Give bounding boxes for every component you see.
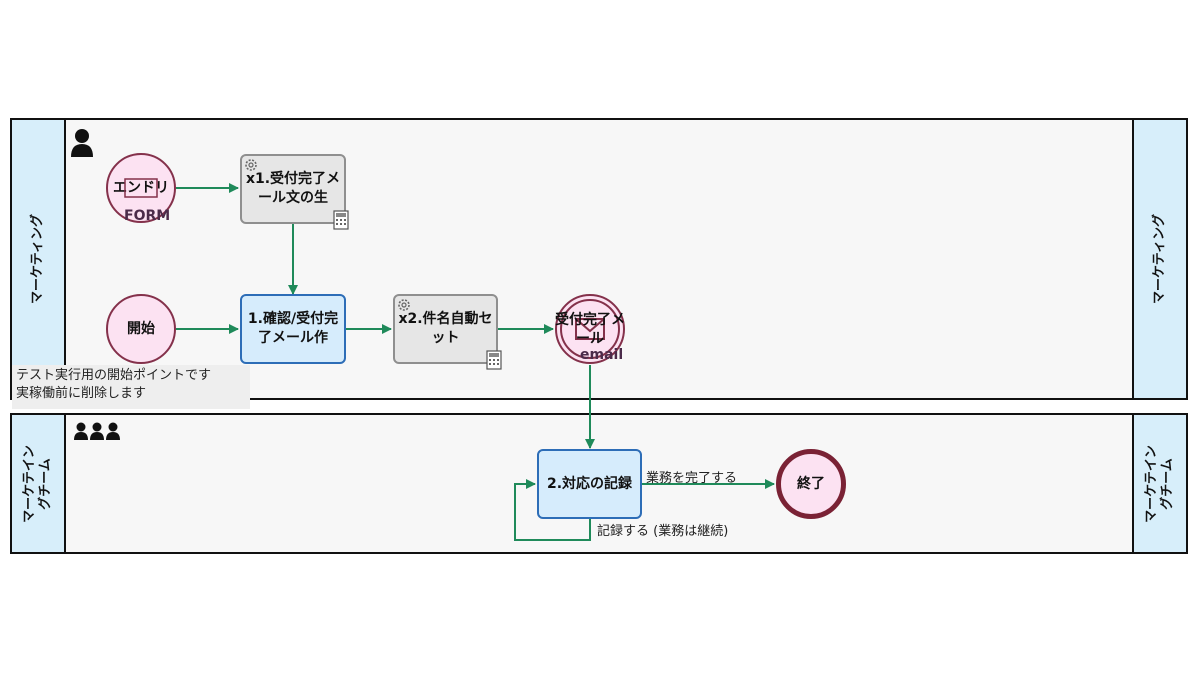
- group-icon: [74, 422, 120, 440]
- human-task-1[interactable]: 1.確認/受付完了メール作: [240, 294, 346, 364]
- form-icon: [124, 178, 158, 198]
- form-sub-label: FORM: [124, 208, 171, 224]
- start-event[interactable]: 開始: [106, 294, 176, 364]
- envelope-icon: [575, 318, 605, 340]
- calculator-icon: [333, 210, 349, 230]
- note-line: テスト実行用の開始ポイントです: [16, 368, 212, 383]
- edge-task2-self-loop: [514, 479, 591, 541]
- swimlane-marketing-team: マーケテイン グチーム マーケテイン グチーム: [10, 413, 1188, 554]
- gear-icon: [398, 299, 410, 311]
- auto-task-x2[interactable]: x2.件名自動セット: [393, 294, 498, 364]
- form-start-event[interactable]: エンドリ: [106, 153, 176, 223]
- lane-header-right: マーケテイン グチーム: [1132, 415, 1186, 552]
- note-line: 実稼働前に削除します: [16, 386, 147, 401]
- node-label: エンドリ: [113, 179, 169, 196]
- message-intermediate-event[interactable]: 受付完了メール: [552, 310, 628, 350]
- calculator-icon: [486, 350, 502, 370]
- auto-task-x1[interactable]: x1.受付完了メール文の生: [240, 154, 346, 224]
- node-label: 終了: [797, 475, 825, 492]
- edge-label-complete: 業務を完了する: [646, 471, 738, 486]
- email-sub-label: email: [580, 347, 624, 363]
- end-event[interactable]: 終了: [776, 449, 846, 519]
- person-icon: [71, 129, 93, 157]
- gear-icon: [245, 159, 257, 171]
- lane-header-left: マーケテイン グチーム: [12, 415, 66, 552]
- node-label: 開始: [127, 320, 155, 337]
- human-task-2[interactable]: 2.対応の記録: [537, 449, 642, 519]
- node-label: 2.対応の記録: [546, 475, 633, 492]
- node-label: x2.件名自動セット: [398, 311, 493, 346]
- node-label: 受付完了メール: [555, 312, 625, 347]
- node-label: 1.確認/受付完了メール作: [247, 311, 339, 346]
- edge-label-record: 記録する (業務は継続): [597, 524, 729, 539]
- node-label: x1.受付完了メール文の生: [245, 171, 341, 206]
- lane-header-right: マーケティング: [1132, 120, 1186, 398]
- lane-header-left: マーケティング: [12, 120, 66, 398]
- annotation-note: テスト実行用の開始ポイントです 実稼働前に削除します: [12, 365, 250, 409]
